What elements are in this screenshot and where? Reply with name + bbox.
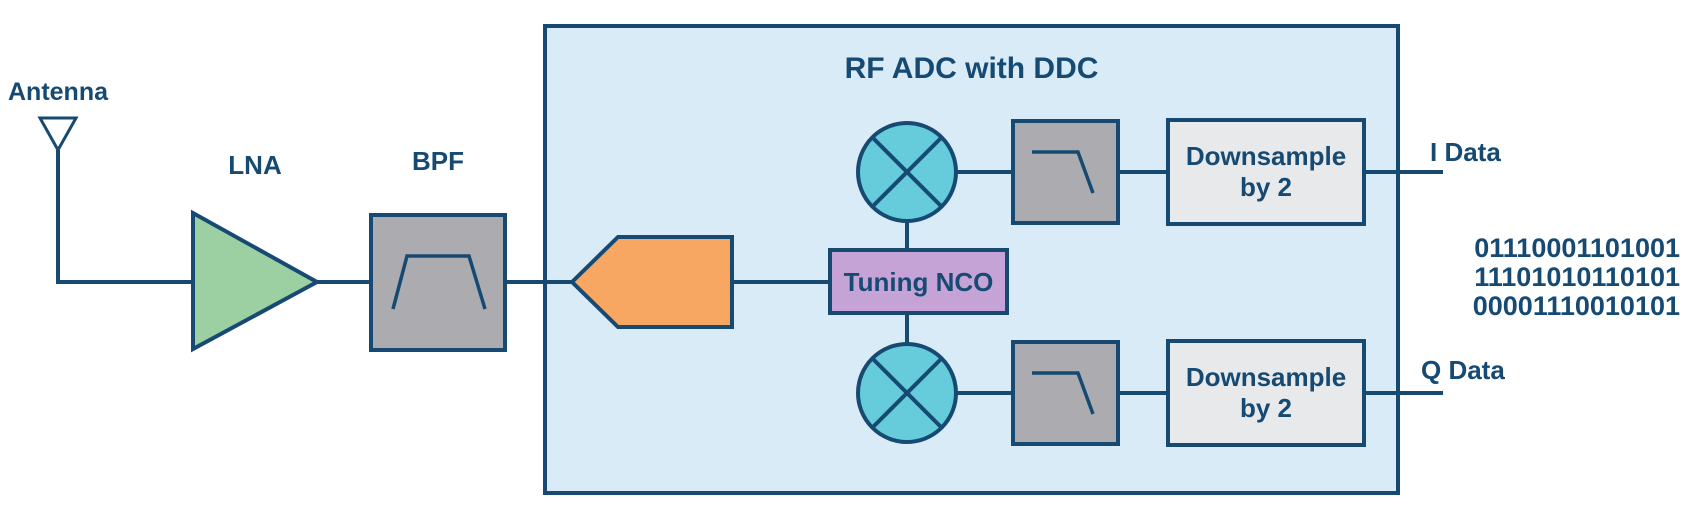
antenna-to-lna-wire	[56, 150, 193, 284]
downsample-i-line1: Downsample	[1185, 140, 1347, 171]
lna-label: LNA	[228, 150, 282, 180]
lowpass-filter-i-box	[1011, 119, 1120, 225]
mixer-i-cross-line	[870, 135, 944, 209]
mixer-q-cross-line	[870, 356, 944, 430]
downsample-q-line1: Downsample	[1185, 361, 1347, 392]
downsample-i-line2: by 2	[1239, 172, 1293, 202]
rf-adc-ddc-title: RF ADC with DDC	[844, 52, 1099, 85]
binary-output-line: 11101010110101	[1474, 262, 1680, 292]
amplifier-triangle-icon	[191, 209, 322, 353]
lowpass-response-q-icon	[1032, 371, 1095, 415]
bpf-label: BPF	[412, 146, 464, 176]
lowpass-response-i-icon	[1032, 150, 1095, 194]
q-data-label: Q Data	[1421, 355, 1505, 385]
bandpass-response-icon	[391, 254, 487, 310]
adc-core-arrow-icon	[569, 235, 734, 329]
signal-wires	[56, 150, 1443, 395]
tuning-nco-label: Tuning NCO	[843, 266, 994, 297]
downsample-i-label: Downsample by 2	[1168, 120, 1364, 224]
lowpass-filter-q-box	[1011, 340, 1120, 446]
downsample-q-label: Downsample by 2	[1168, 341, 1364, 445]
downsample-q-line2: by 2	[1239, 393, 1293, 423]
bpf-box	[369, 213, 507, 352]
i-data-label: I Data	[1430, 137, 1501, 167]
mixer-i-icon	[856, 121, 958, 223]
binary-output: 01110001101001 11101010110101 0000111001…	[1400, 234, 1680, 321]
antenna-icon	[37, 116, 79, 154]
downsample-q-box	[1166, 339, 1366, 447]
mixer-q-icon	[856, 342, 958, 444]
antenna-label: Antenna	[8, 78, 108, 106]
downsample-i-box	[1166, 118, 1366, 226]
binary-output-line: 00001110010101	[1472, 291, 1680, 321]
binary-output-line: 01110001101001	[1474, 233, 1680, 263]
tuning-nco-box	[828, 248, 1009, 315]
